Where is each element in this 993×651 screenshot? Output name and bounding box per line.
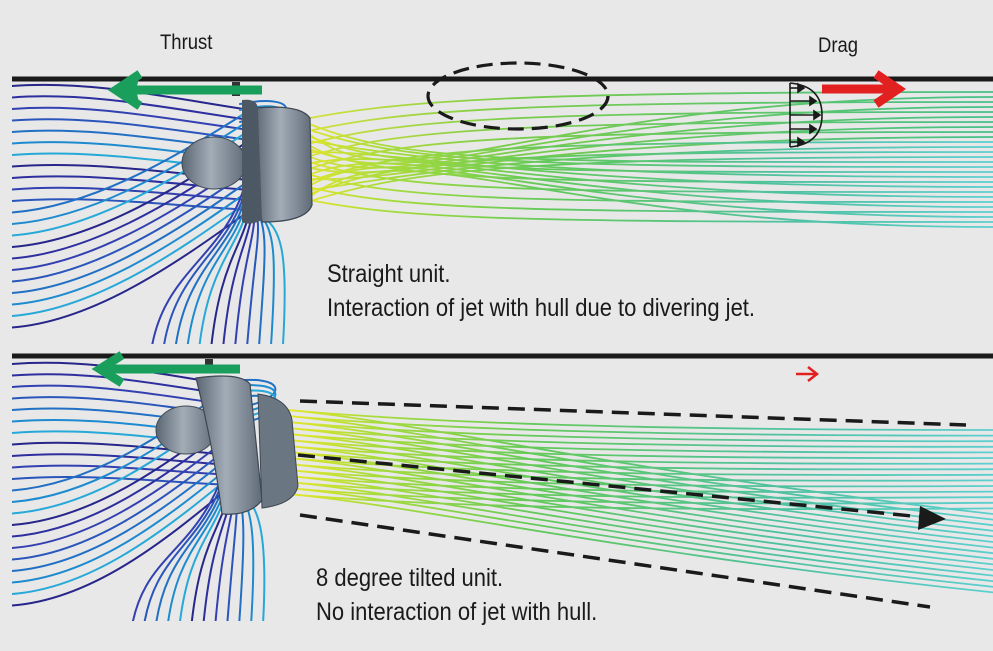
jet-streamline (287, 469, 993, 488)
intake-streamline (12, 189, 251, 306)
jet-streamline (287, 433, 993, 538)
profile-arrow-head (809, 123, 818, 135)
jet-boundary-upper (299, 399, 967, 427)
jet-streamline (287, 433, 993, 454)
thrust-arrow-bottom (91, 351, 240, 387)
jet-direction-arrow (297, 453, 946, 530)
caption-tilted-line1: 8 degree tilted unit. (316, 564, 504, 592)
jet-streamline (287, 445, 993, 549)
profile-arrow-head (797, 82, 806, 94)
intake-streamline (12, 476, 233, 486)
interaction-region-ellipse (426, 61, 610, 131)
intake-streamline (12, 454, 233, 572)
profile-arrow-head (797, 136, 806, 148)
jet-streamline (287, 445, 993, 465)
caption-tilted-line2: No interaction of jet with hull. (316, 598, 598, 626)
drag-arrow-top (822, 70, 906, 108)
jet-streamline (287, 469, 993, 571)
intake-streamline (12, 441, 233, 456)
jet-streamline (299, 91, 993, 121)
jet-streamline (299, 166, 993, 218)
intake-streamline (12, 199, 251, 317)
profile-arrow-head (813, 109, 822, 121)
intake-streamline (12, 484, 233, 607)
intake-streamline (12, 434, 233, 549)
jet-streamline (287, 463, 993, 566)
jet-streamline (287, 427, 993, 532)
intake-streamline (12, 209, 251, 329)
jet-streamline (287, 487, 993, 588)
intake-streamline (12, 169, 251, 283)
jet-streamline (287, 451, 993, 471)
thrust-label: Thrust (160, 31, 213, 54)
thruster-straight-unit (181, 82, 313, 224)
jet-streamline (299, 171, 993, 203)
jet-streamline (299, 119, 993, 163)
intake-streamline (12, 118, 251, 141)
jet-streamline (287, 493, 993, 594)
jet-streamline (287, 487, 993, 505)
streamlines-tilted-unit (12, 361, 993, 621)
jet-streamline (287, 463, 993, 482)
jet-streamline (299, 162, 993, 208)
intake-streamline (12, 186, 251, 201)
intake-streamline (12, 179, 251, 294)
jet-streamline (299, 169, 993, 228)
intake-streamline (12, 474, 233, 595)
velocity-profile-icon (789, 82, 823, 148)
thrust-arrow-top (107, 70, 262, 110)
jet-streamline (299, 138, 993, 178)
intake-streamline (12, 106, 251, 131)
jet-streamline (287, 415, 993, 521)
jet-streamline (287, 481, 993, 499)
jet-streamline (287, 409, 993, 431)
jet-streamline (299, 125, 993, 168)
jet-streamline (287, 421, 993, 443)
intake-streamline (12, 453, 233, 466)
jet-streamline (287, 457, 993, 476)
jet-streamline (287, 451, 993, 555)
jet-streamline (287, 439, 993, 459)
intake-streamline (12, 198, 251, 211)
intake-streamline (12, 464, 233, 584)
drag-label: Drag (818, 34, 859, 57)
jet-streamline (287, 457, 993, 560)
drag-arrow-bottom (796, 366, 820, 382)
jet-streamline (287, 427, 993, 448)
intake-streamline (12, 444, 233, 561)
jet-streamline (287, 439, 993, 543)
jet-streamline (287, 409, 993, 515)
intake-streamline (12, 464, 233, 476)
profile-arrow-head (809, 95, 818, 107)
jet-boundary-lower (299, 513, 931, 609)
intake-streamline (12, 109, 251, 214)
jet-streamline (287, 475, 993, 493)
jet-streamline (299, 151, 993, 188)
jet-streamline (287, 481, 993, 583)
caption-straight-line1: Straight unit. (327, 260, 451, 288)
jet-streamline (287, 475, 993, 577)
caption-straight-line2: Interaction of jet with hull due to dive… (327, 294, 756, 322)
jet-streamline (287, 415, 993, 437)
jet-streamline (299, 158, 993, 198)
jet-streamline (287, 421, 993, 527)
